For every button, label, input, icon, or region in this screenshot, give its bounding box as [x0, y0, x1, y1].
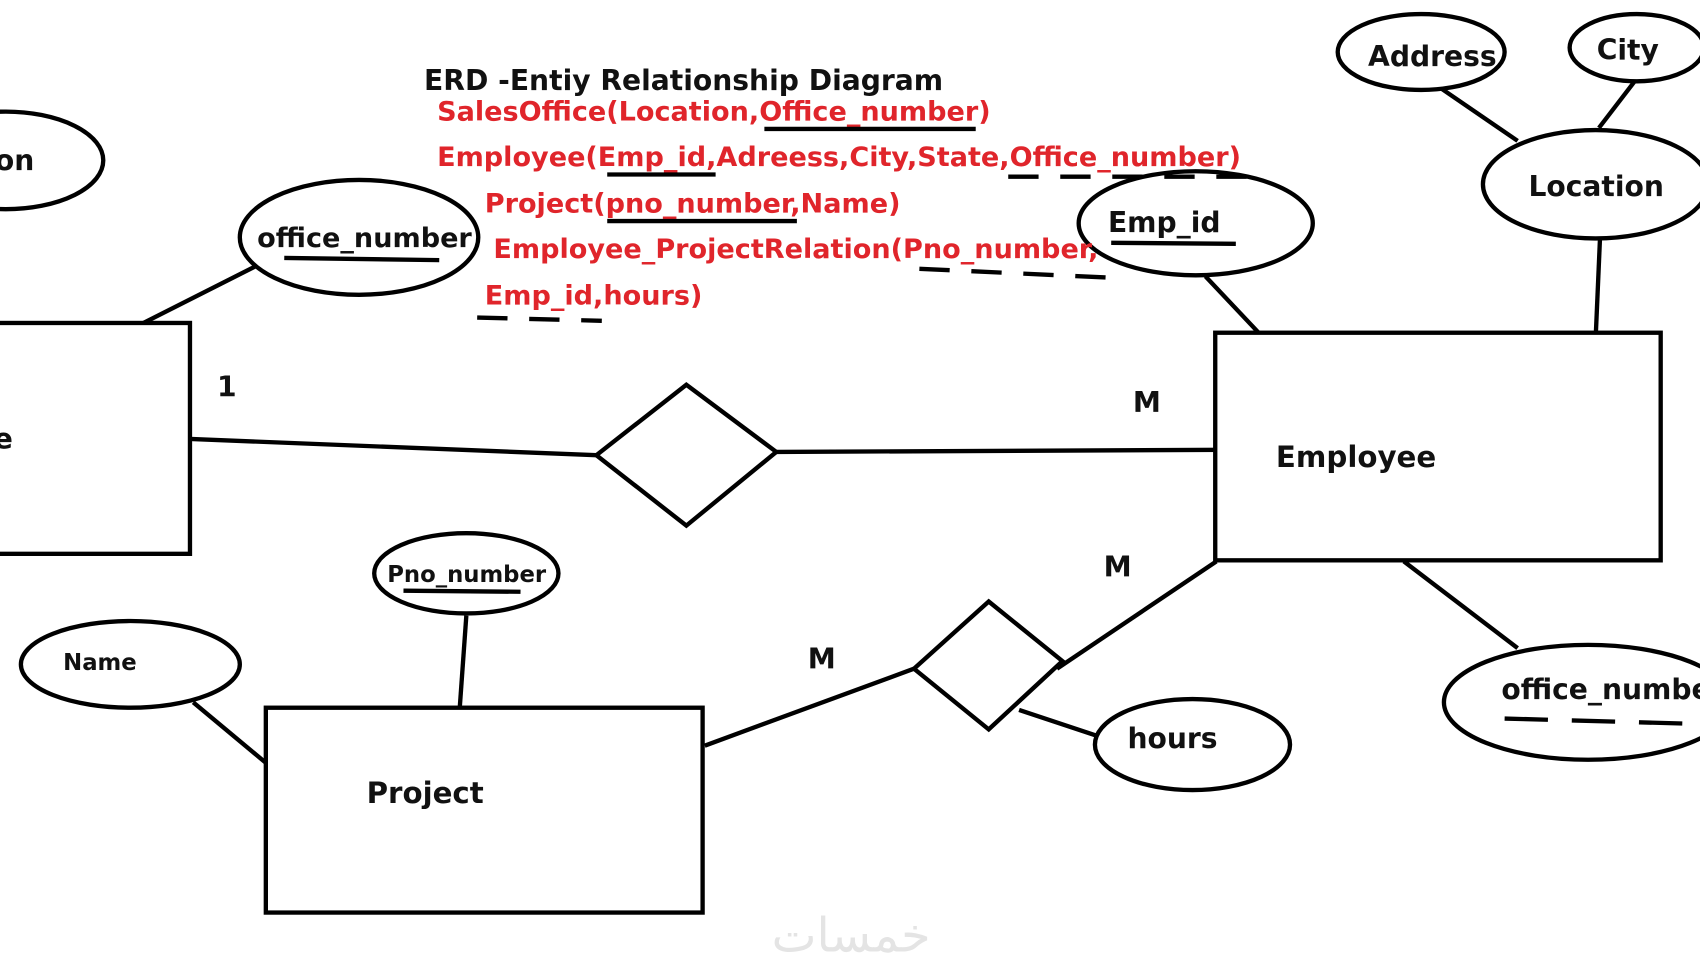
attr-name-label: Name: [63, 650, 137, 676]
attr-address[interactable]: [1335, 11, 1507, 93]
schema-employee: Employee(Emp_id,Adreess,City,State,Offic…: [437, 142, 1241, 173]
entity-employee[interactable]: [1213, 330, 1663, 563]
attr-name[interactable]: [18, 618, 242, 710]
attr-office-number[interactable]: [237, 177, 481, 297]
entity-project[interactable]: [263, 705, 705, 915]
attr-emp-id-label: Emp_id: [1108, 206, 1221, 239]
attr-location[interactable]: [1480, 127, 1700, 241]
key-underlines: [477, 126, 1247, 323]
attr-office-number-fk-label: office_numbe: [1501, 673, 1700, 706]
attr-emp-id[interactable]: [1076, 169, 1315, 278]
attr-hours-label: hours: [1127, 722, 1217, 755]
schema-sales-office: SalesOffice(Location,Office_number): [437, 96, 991, 127]
cardinality-sales-office: 1: [217, 371, 237, 404]
attr-location-partial[interactable]: [0, 109, 106, 212]
connectors: [138, 79, 1637, 769]
attr-office-number-fk[interactable]: [1441, 642, 1700, 762]
cardinality-employee-project: M: [1104, 551, 1132, 584]
attr-office-number-label: office_number: [257, 223, 472, 254]
attr-city-label: City: [1597, 34, 1659, 67]
attr-city[interactable]: [1567, 11, 1700, 84]
cardinality-employee-office: M: [1133, 386, 1161, 419]
attr-address-label: Address: [1368, 40, 1497, 73]
cardinality-project: M: [808, 643, 836, 676]
schema-employee-project-2: Emp_id,hours): [485, 281, 703, 312]
attr-location-partial-label: on: [0, 144, 34, 177]
entity-sales-office-label: e: [0, 423, 13, 456]
entity-sales-office[interactable]: [0, 320, 193, 556]
entity-employee-label: Employee: [1276, 440, 1436, 474]
relationship-works-on[interactable]: [910, 598, 1066, 733]
attr-pno-number-label: Pno_number: [387, 562, 547, 588]
schema-project: Project(pno_number,Name): [485, 188, 901, 219]
attr-hours[interactable]: [1092, 696, 1293, 793]
diagram-title: ERD -Entiy Relationship Diagram: [424, 64, 943, 97]
schema-employee-project-1: Employee_ProjectRelation(Pno_number,: [493, 234, 1098, 265]
attr-location-label: Location: [1528, 170, 1663, 203]
watermark-logo: خمسات: [772, 909, 931, 964]
entity-project-label: Project: [367, 776, 484, 810]
relationship-works-in[interactable]: [592, 382, 780, 529]
